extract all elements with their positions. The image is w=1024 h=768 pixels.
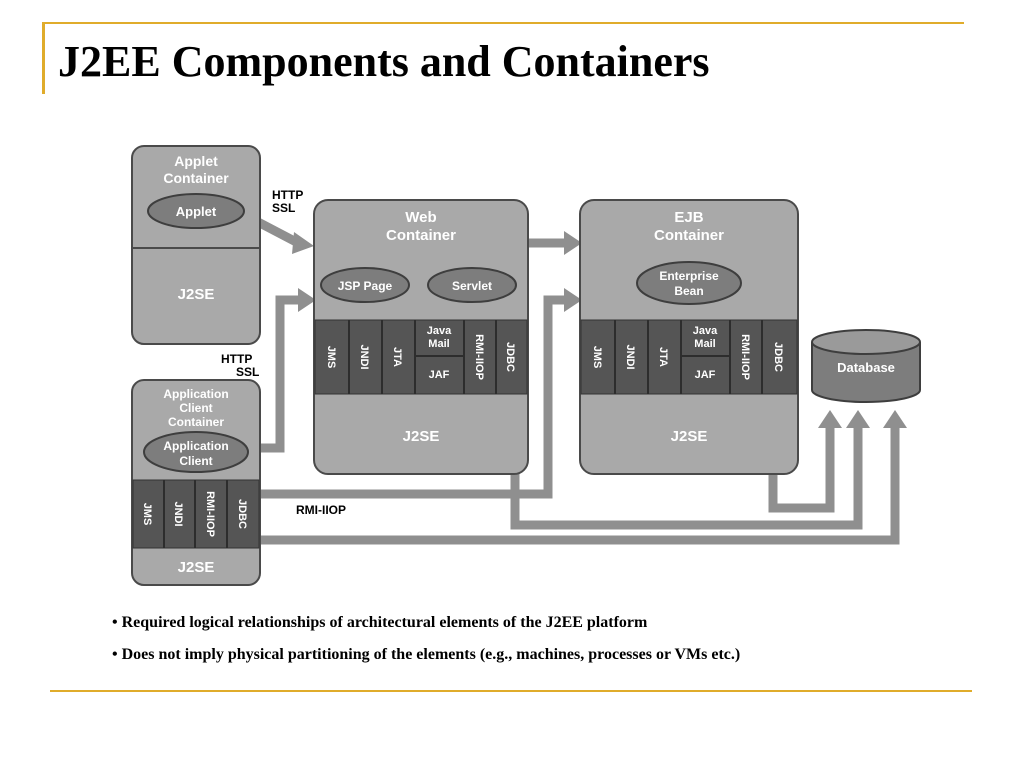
appclient-to-web-arrow — [258, 295, 300, 453]
applet-container: Applet Container Applet J2SE — [131, 145, 261, 345]
web-javamail-2: Mail — [428, 338, 449, 350]
app-client-container: Application Client Container Application… — [131, 379, 261, 586]
bullet-item: • Required logical relationships of arch… — [112, 614, 648, 631]
ssl-label-1: SSL — [272, 201, 295, 215]
footer-accent-line — [50, 690, 972, 692]
web-javamail: Java — [427, 325, 452, 337]
ejb-javamail-2: Mail — [694, 338, 715, 350]
app-client-container-title: Application — [163, 387, 228, 401]
enterprise-bean-label-2: Bean — [674, 284, 703, 298]
appclient-j2se: J2SE — [178, 559, 215, 576]
http-label-2: HTTP — [221, 352, 252, 366]
web-jta: JTA — [391, 347, 403, 367]
applet-component — [147, 193, 245, 229]
appclient-jms: JMS — [141, 503, 153, 526]
ejb-jaf: JAF — [695, 369, 716, 381]
appclient-rmi-to-ejb-pipe — [258, 295, 566, 499]
ssl-label-2: SSL — [236, 365, 259, 379]
ejb-container: EJB Container Enterprise Bean JMS JNDI J… — [579, 199, 799, 475]
enterprise-bean-component — [636, 261, 742, 305]
ejb-javamail: Java — [693, 325, 718, 337]
ejb-jms: JMS — [591, 346, 603, 369]
web-container-title: Web — [405, 209, 436, 226]
ejb-rmi-iiop: RMI-IIOP — [739, 334, 751, 380]
enterprise-bean-label: Enterprise — [659, 269, 719, 283]
app-client-container-title-2: Client — [179, 401, 212, 415]
applet-container-title: Applet — [174, 153, 218, 169]
app-client-container-title-3: Container — [168, 415, 224, 429]
application-client-component — [143, 431, 249, 473]
j2ee-architecture-diagram: Applet Container Applet J2SE HTTP SSL HT… — [131, 145, 921, 586]
applet-to-web-arrow — [255, 218, 303, 248]
appclient-jdbc-to-db-pipe — [258, 425, 900, 545]
title-accent-line-top — [42, 22, 964, 24]
ejb-container-title-2: Container — [654, 227, 724, 244]
web-jms: JMS — [325, 346, 337, 369]
database-label: Database — [837, 360, 895, 375]
appclient-jndi: JNDI — [172, 501, 184, 526]
servlet-label: Servlet — [452, 279, 492, 293]
servlet-component — [427, 267, 517, 303]
bullet-text-1: Required logical relationships of archit… — [121, 614, 648, 631]
ejb-jdbc: JDBC — [772, 342, 784, 372]
web-jaf: JAF — [429, 369, 450, 381]
bullet-item: • Does not imply physical partitioning o… — [112, 646, 741, 663]
ejb-jndi: JNDI — [624, 344, 636, 369]
application-client-label-2: Client — [179, 454, 212, 468]
database: Database — [811, 329, 921, 403]
bullet-text-2: Does not imply physical partitioning of … — [121, 646, 741, 663]
ejb-container-title: EJB — [674, 209, 703, 226]
web-j2se: J2SE — [403, 428, 440, 445]
rmi-iiop-label: RMI-IIOP — [296, 503, 346, 517]
arrow-heads — [292, 231, 907, 428]
ejb-jta: JTA — [657, 347, 669, 367]
appclient-rmi-iiop: RMI-IIOP — [204, 491, 216, 537]
web-jndi: JNDI — [358, 344, 370, 369]
application-client-label: Application — [163, 439, 228, 453]
web-jdbc: JDBC — [504, 342, 516, 372]
applet-container-title-2: Container — [163, 170, 229, 186]
title-accent-line-left — [42, 22, 45, 94]
web-rmi-iiop: RMI-IIOP — [473, 334, 485, 380]
web-container: Web Container JSP Page Servlet JMS JNDI … — [313, 199, 529, 475]
ejb-j2se: J2SE — [671, 428, 708, 445]
appclient-jdbc: JDBC — [236, 499, 248, 529]
bullet-list: • Required logical relationships of arch… — [112, 614, 740, 678]
web-container-title-2: Container — [386, 227, 456, 244]
jsp-page-component — [320, 267, 410, 303]
http-label-1: HTTP — [272, 188, 303, 202]
applet-j2se: J2SE — [178, 286, 215, 303]
applet-label: Applet — [176, 204, 217, 219]
slide-title: J2EE Components and Containers — [58, 37, 710, 86]
jsp-page-label: JSP Page — [338, 279, 393, 293]
